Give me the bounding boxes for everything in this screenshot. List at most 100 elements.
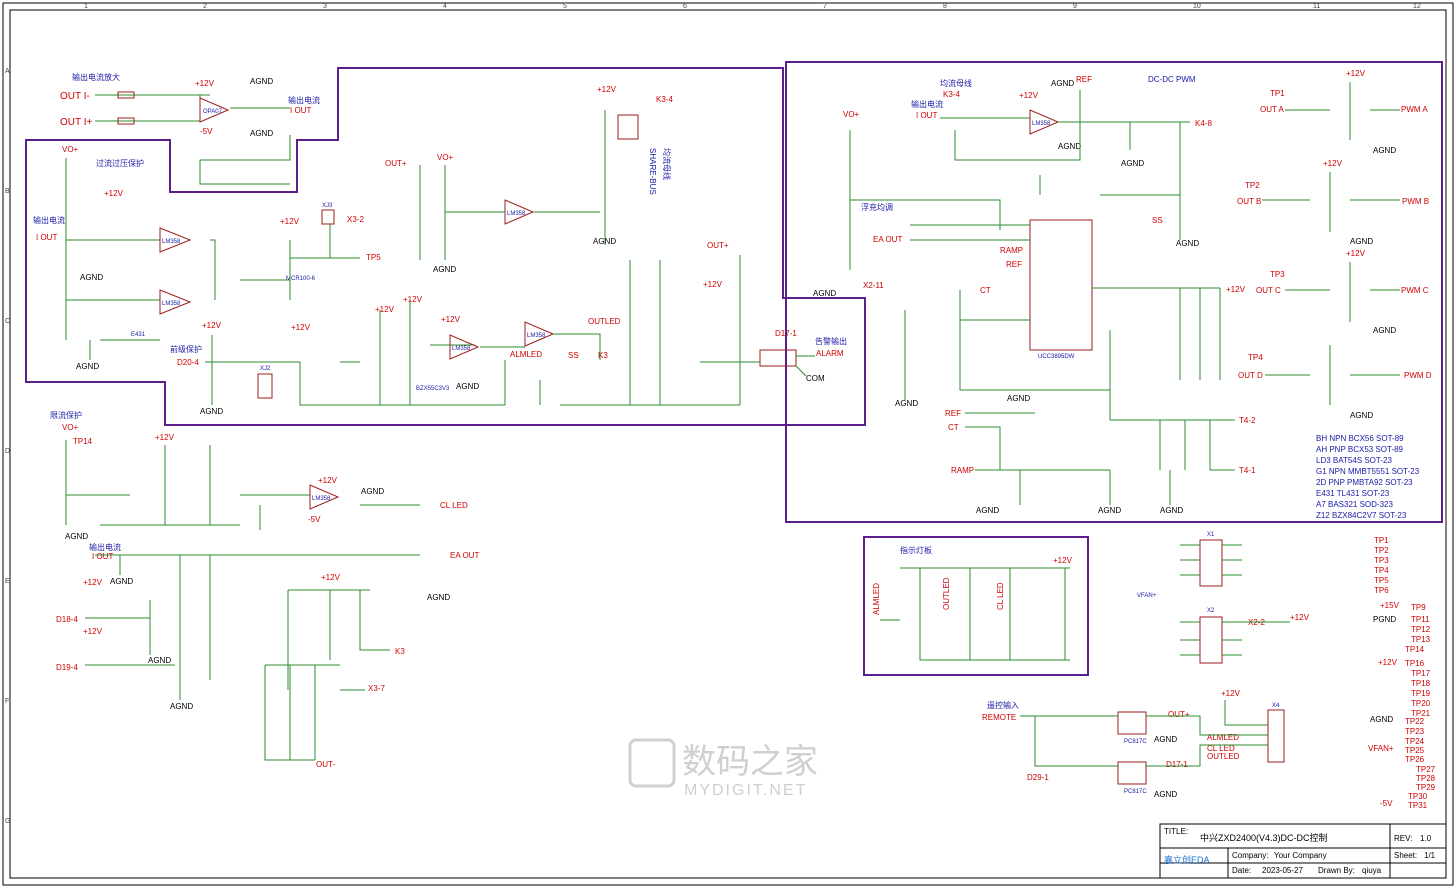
lm358-d2a: LM358: [162, 239, 181, 245]
net-alarm: ALARM: [816, 349, 844, 358]
tp-25: TP25: [1405, 746, 1425, 755]
tp-5: TP5: [1374, 576, 1389, 585]
grid-row-b: B: [5, 188, 10, 195]
net-m5v-opa: -5V: [200, 127, 213, 136]
tp-19: TP19: [1411, 689, 1431, 698]
label-dcdc-pwm: DC-DC PWM: [1148, 75, 1196, 84]
net-agnd-b1: AGND: [976, 506, 999, 515]
net-tp1: TP1: [1270, 89, 1285, 98]
net-d17-1b: D17-1: [1166, 760, 1188, 769]
sheet-label: Sheet:: [1394, 851, 1417, 860]
net-agnd-opa: AGND: [250, 77, 273, 86]
net-outled-ind: OUTLED: [942, 577, 951, 610]
e431-label: E431: [131, 332, 146, 338]
opa07-label: OPA07: [203, 109, 223, 115]
grid-row-e: E: [5, 578, 10, 585]
legend-6: A7 BAS321 SOD-323: [1316, 500, 1393, 509]
tp-net-12v: +12V: [1378, 658, 1398, 667]
tp-23: TP23: [1405, 727, 1425, 736]
label-limit-protect: 限流保护: [50, 410, 82, 420]
net-out-b: OUT B: [1237, 197, 1261, 206]
x1-body: [1199, 539, 1223, 587]
net-almled-ind: ALMLED: [872, 583, 881, 615]
watermark: 数码之家 MYDIGIT.NET: [628, 738, 818, 799]
net-agnd-ocp1: AGND: [80, 273, 103, 282]
legend-4: 2D PNP PMBTA92 SOT-23: [1316, 478, 1413, 487]
net-12v-opa: +12V: [195, 79, 215, 88]
legend-3: G1 NPN MMBT5551 SOT-23: [1316, 467, 1420, 476]
brand-logo: 嘉立创EDA: [1164, 854, 1210, 865]
net-12v-fp: +12V: [202, 321, 222, 330]
net-ss-fp: SS: [568, 351, 579, 360]
lm358-d2b: LM358: [162, 301, 181, 307]
date-label: Date:: [1232, 866, 1251, 875]
testpoint-list: TP1 TP2 TP3 TP4 TP5 TP6 TP9 TP11 TP12 TP…: [1368, 536, 1436, 810]
x2-label: X2: [1207, 608, 1215, 614]
sheet-value: 1/1: [1424, 851, 1436, 860]
drawn-value: qiuya: [1362, 866, 1382, 875]
net-vfan-x1: VFAN+: [1137, 593, 1157, 599]
net-agnd-d4: AGND: [361, 487, 384, 496]
pc817-2-label: PC817C: [1124, 789, 1147, 795]
label-output-current-left: 输出电流: [33, 215, 65, 225]
tp-29: TP29: [1416, 783, 1436, 792]
rev-value: 1.0: [1420, 834, 1432, 843]
tp-3: TP3: [1374, 556, 1389, 565]
label-share-bus: SHARE-BUS: [648, 148, 657, 195]
net-tp2: TP2: [1245, 181, 1260, 190]
net-12v-b: +12V: [1323, 159, 1343, 168]
grid-col-11: 11: [1313, 3, 1320, 10]
tp-30: TP30: [1408, 792, 1428, 801]
net-d19-4: D19-4: [56, 663, 78, 672]
remote-input: 遥控输入 REMOTE D29-1 D17-1 OUT+ ALMLED CL L…: [982, 689, 1285, 799]
net-12v-limit: +12V: [155, 433, 175, 442]
tp-14: TP14: [1405, 645, 1425, 654]
title-block-frame: [1159, 823, 1447, 879]
tp-2: TP2: [1374, 546, 1389, 555]
net-12v-c: +12V: [1346, 249, 1366, 258]
net-i-out-pwm: I OUT: [916, 111, 937, 120]
label-ocp: 过流过压保护: [96, 158, 144, 168]
net-agnd-b: AGND: [1350, 237, 1373, 246]
net-vo-plus-ocp: VO+: [62, 145, 79, 154]
net-vo-plus-share: VO+: [437, 153, 454, 162]
net-ramp: RAMP: [1000, 246, 1023, 255]
net-i-out-bottom: I OUT: [92, 552, 113, 561]
net-pwm-c: PWM C: [1401, 286, 1429, 295]
legend-5: E431 TL431 SOT-23: [1316, 489, 1390, 498]
net-agnd-pwm3: AGND: [1121, 159, 1144, 168]
net-ct-2: CT: [948, 423, 959, 432]
net-ss: SS: [1152, 216, 1163, 225]
legend-2: LD3 BAT54S SOT-23: [1316, 456, 1392, 465]
grid-col-12: 12: [1413, 3, 1421, 10]
net-x2-11: X2-11: [863, 281, 884, 290]
title-block: TITLE: 中兴ZXD2400(V4.3)DC-DC控制 REV: 1.0 嘉…: [1159, 823, 1447, 879]
net-agnd-pwm4: AGND: [1176, 239, 1199, 248]
net-vo-plus-limit: VO+: [62, 423, 79, 432]
net-ea-out: EA OUT: [873, 235, 902, 244]
net-agnd-a: AGND: [1373, 146, 1396, 155]
xj3-label: XJ3: [322, 203, 333, 209]
label-output-current: 输出电流: [288, 95, 320, 105]
net-k3-4-pwm: K3-4: [943, 90, 960, 99]
output-current-amp: 输出电流放大 OUT I- OUT I+ OPA07 +12V -5V AGND…: [60, 72, 320, 185]
tp-13: TP13: [1411, 635, 1431, 644]
grid-column-labels: 1 2 3 4 5 6 7 8 9 10 11 12: [84, 3, 1421, 10]
label-current-bus: 均流母线: [940, 78, 972, 88]
tp-1: TP1: [1374, 536, 1389, 545]
label-output-current-bottom: 输出电流: [89, 542, 121, 552]
tp-4: TP4: [1374, 566, 1389, 575]
net-agnd-b2: AGND: [1098, 506, 1121, 515]
net-12v-mcr: +12V: [280, 217, 300, 226]
lm358-d5b: LM358: [507, 211, 526, 217]
grid-col-1: 1: [84, 3, 88, 10]
limit-protection: 限流保护 VO+ TP14 +12V AGND LM358 +12V -5V A…: [50, 410, 479, 711]
xj2-label: XJ2: [260, 366, 271, 372]
net-agnd-io: AGND: [110, 577, 133, 586]
label-indicator: 指示灯板: [900, 545, 932, 555]
net-t4-1: T4-1: [1239, 466, 1256, 475]
x4-label: X4: [1272, 703, 1280, 709]
legend-7: Z12 BZX84C2V7 SOT-23: [1316, 511, 1407, 520]
dcdc-pwm-section: DC-DC PWM 均流母线 K3-4 输出电流 I OUT REF +12V …: [813, 69, 1432, 520]
